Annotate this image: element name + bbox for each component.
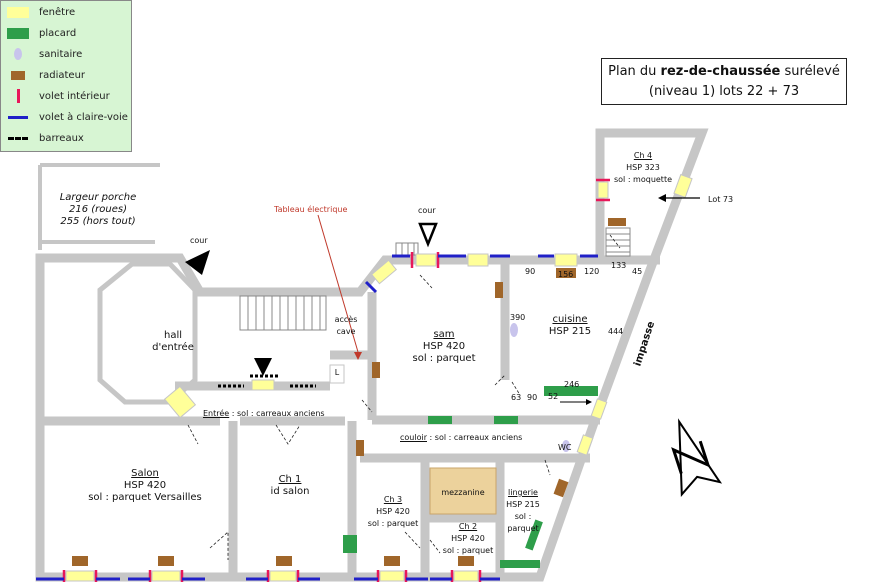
dim-246: 246 (564, 380, 580, 389)
dim-444: 444 (608, 327, 624, 336)
door-swings (187, 234, 621, 560)
legend-window: fenêtre (7, 3, 75, 21)
walls (35, 128, 709, 582)
dim-90a: 90 (525, 267, 536, 276)
dim-52: 52 (548, 392, 559, 401)
plan-title: Plan du rez-de-chaussée surélevé (niveau… (601, 58, 847, 105)
tableau-arrow (317, 214, 359, 353)
dim-45: 45 (632, 267, 643, 276)
compass-icon (671, 418, 723, 498)
windows (65, 173, 693, 582)
dim-156: 156 (558, 270, 574, 279)
cour-stairs (395, 242, 419, 256)
sink (510, 323, 518, 337)
hall-stairs (239, 295, 327, 331)
cour-top-arrow (418, 222, 438, 248)
entree-label: Entrée : sol : carreaux anciens (203, 409, 325, 418)
legend-cupboard: placard (7, 24, 76, 42)
legend-inner-shutter: volet intérieur (7, 87, 110, 105)
toilet (562, 440, 570, 452)
cour-top-label: cour (418, 206, 436, 215)
mezzanine-label: mezzanine (441, 488, 485, 497)
legend-radiator: radiateur (7, 66, 85, 84)
dim-133: 133 (611, 261, 627, 270)
radiators (72, 218, 626, 566)
entrance-arrow (254, 358, 272, 376)
dim-63: 63 (511, 393, 522, 402)
tableau-label: Tableau électrique (274, 205, 348, 214)
L-label: L (334, 368, 340, 377)
porch-lines (38, 163, 160, 250)
mezzanine-area (429, 467, 497, 515)
legend: fenêtre placard sanitaire radiateur vole… (0, 0, 132, 152)
couloir-label: couloir : sol : carreaux anciens (400, 433, 523, 442)
dim-390: 390 (510, 313, 526, 322)
dim-90b: 90 (527, 393, 538, 402)
cour-left-label: cour (190, 236, 208, 245)
bars (218, 374, 316, 388)
legend-bars: barreaux (7, 129, 84, 147)
ch4-stairs (605, 227, 631, 257)
openwork-shutters (36, 254, 598, 581)
cupboards (343, 386, 598, 568)
dim-120: 120 (584, 267, 600, 276)
legend-openwork-shutter: volet à claire-voie (7, 108, 128, 126)
legend-sanitary: sanitaire (7, 45, 82, 63)
cave-door (329, 364, 345, 384)
lot73-label: Lot 73 (708, 195, 734, 204)
wc-label: WC (558, 443, 572, 452)
cour-left-arrow (185, 250, 210, 275)
